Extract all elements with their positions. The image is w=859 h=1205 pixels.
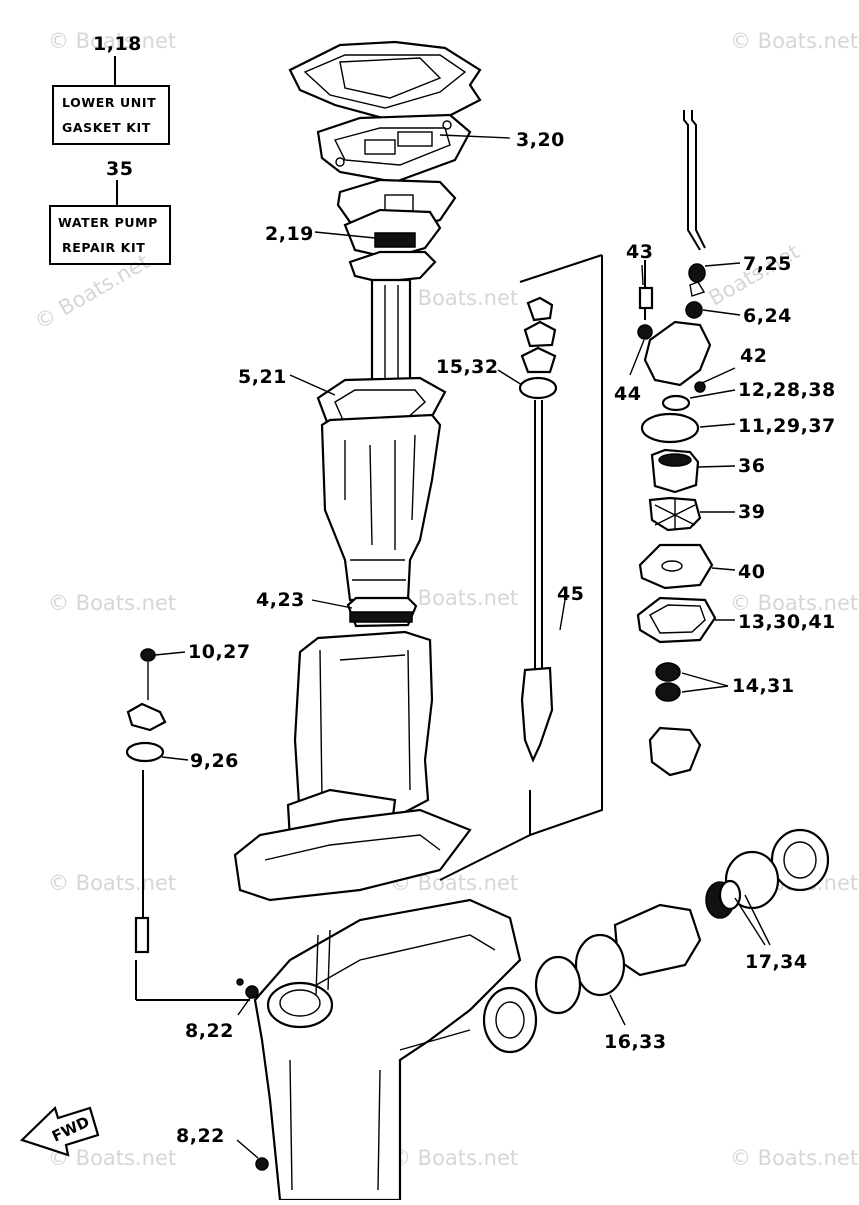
callout-40: 40 bbox=[738, 561, 765, 583]
callout-17-34: 17,34 bbox=[745, 951, 808, 973]
callout-11-29-37: 11,29,37 bbox=[738, 415, 836, 437]
watermark-text: © Boats.net bbox=[390, 1146, 518, 1170]
watermark-text: © Boats.net bbox=[730, 591, 858, 615]
kit-line2: GASKET KIT bbox=[62, 120, 151, 135]
watermark-text: © Boats.net bbox=[390, 286, 518, 310]
gasket-3-20 bbox=[316, 113, 472, 184]
callout-14-31: 14,31 bbox=[732, 675, 795, 697]
watermark-text: © Boats.net bbox=[730, 1146, 858, 1170]
upper-casing bbox=[320, 413, 442, 602]
kit-line1: WATER PUMP bbox=[58, 215, 158, 230]
callout-8-22-upper: 8,22 bbox=[185, 1020, 234, 1042]
callout-15-32: 15,32 bbox=[436, 356, 499, 378]
lower-unit-gasket-kit: 1,18 LOWER UNIT GASKET KIT bbox=[52, 33, 170, 145]
callout-7-25: 7,25 bbox=[743, 253, 792, 275]
kit-line1: LOWER UNIT bbox=[62, 95, 156, 110]
driveshaft bbox=[518, 296, 558, 763]
plate-stack bbox=[336, 178, 457, 284]
callout-12-28-38: 12,28,38 bbox=[738, 379, 836, 401]
callout-labels: 3,20 2,19 5,21 4,23 10,27 9,26 8,22 8,22… bbox=[176, 129, 836, 1147]
assembly-outline bbox=[135, 254, 603, 1001]
callout-2-19: 2,19 bbox=[265, 223, 314, 245]
kit-ref-label: 1,18 bbox=[93, 33, 142, 55]
watermark-text: © Boats.net bbox=[48, 1146, 176, 1170]
callout-13-30-41: 13,30,41 bbox=[738, 611, 836, 633]
kit-box bbox=[52, 85, 170, 145]
watermark-text: © Boats.net bbox=[730, 29, 858, 53]
seal-4-23 bbox=[346, 596, 418, 628]
callout-9-26: 9,26 bbox=[190, 750, 239, 772]
lower-casing bbox=[233, 630, 472, 902]
forward-arrow-icon: FWD bbox=[19, 1105, 100, 1157]
callout-4-23: 4,23 bbox=[256, 589, 305, 611]
prop-shaft-parts bbox=[399, 828, 830, 1054]
leader-lines bbox=[154, 134, 771, 1159]
callout-43: 43 bbox=[626, 241, 653, 263]
callout-3-20: 3,20 bbox=[516, 129, 565, 151]
callout-39: 39 bbox=[738, 501, 765, 523]
callout-42: 42 bbox=[740, 345, 767, 367]
callout-44: 44 bbox=[614, 383, 641, 405]
callout-45: 45 bbox=[557, 583, 584, 605]
callout-16-33: 16,33 bbox=[604, 1031, 667, 1053]
water-tube bbox=[683, 110, 706, 319]
callout-10-27: 10,27 bbox=[188, 641, 251, 663]
callout-5-21: 5,21 bbox=[238, 366, 287, 388]
kit-line2: REPAIR KIT bbox=[62, 240, 145, 255]
kit-box bbox=[49, 205, 171, 265]
callout-8-22-lower: 8,22 bbox=[176, 1125, 225, 1147]
top-gasket bbox=[288, 40, 482, 122]
watermark-text: © Boats.net bbox=[48, 591, 176, 615]
watermark-text: © Boats.net bbox=[48, 871, 176, 895]
watermark-text: © Boats.net bbox=[48, 29, 176, 53]
gearcase bbox=[253, 898, 522, 1202]
callout-36: 36 bbox=[738, 455, 765, 477]
water-pump-repair-kit: 35 WATER PUMP REPAIR KIT bbox=[49, 158, 171, 265]
callout-6-24: 6,24 bbox=[743, 305, 792, 327]
pump-housing bbox=[636, 260, 717, 777]
drain-bolts bbox=[236, 978, 269, 1171]
kit-ref-label: 35 bbox=[106, 158, 133, 180]
watermark-text: © Boats.net bbox=[31, 249, 154, 334]
shift-rod-assembly bbox=[125, 648, 167, 954]
